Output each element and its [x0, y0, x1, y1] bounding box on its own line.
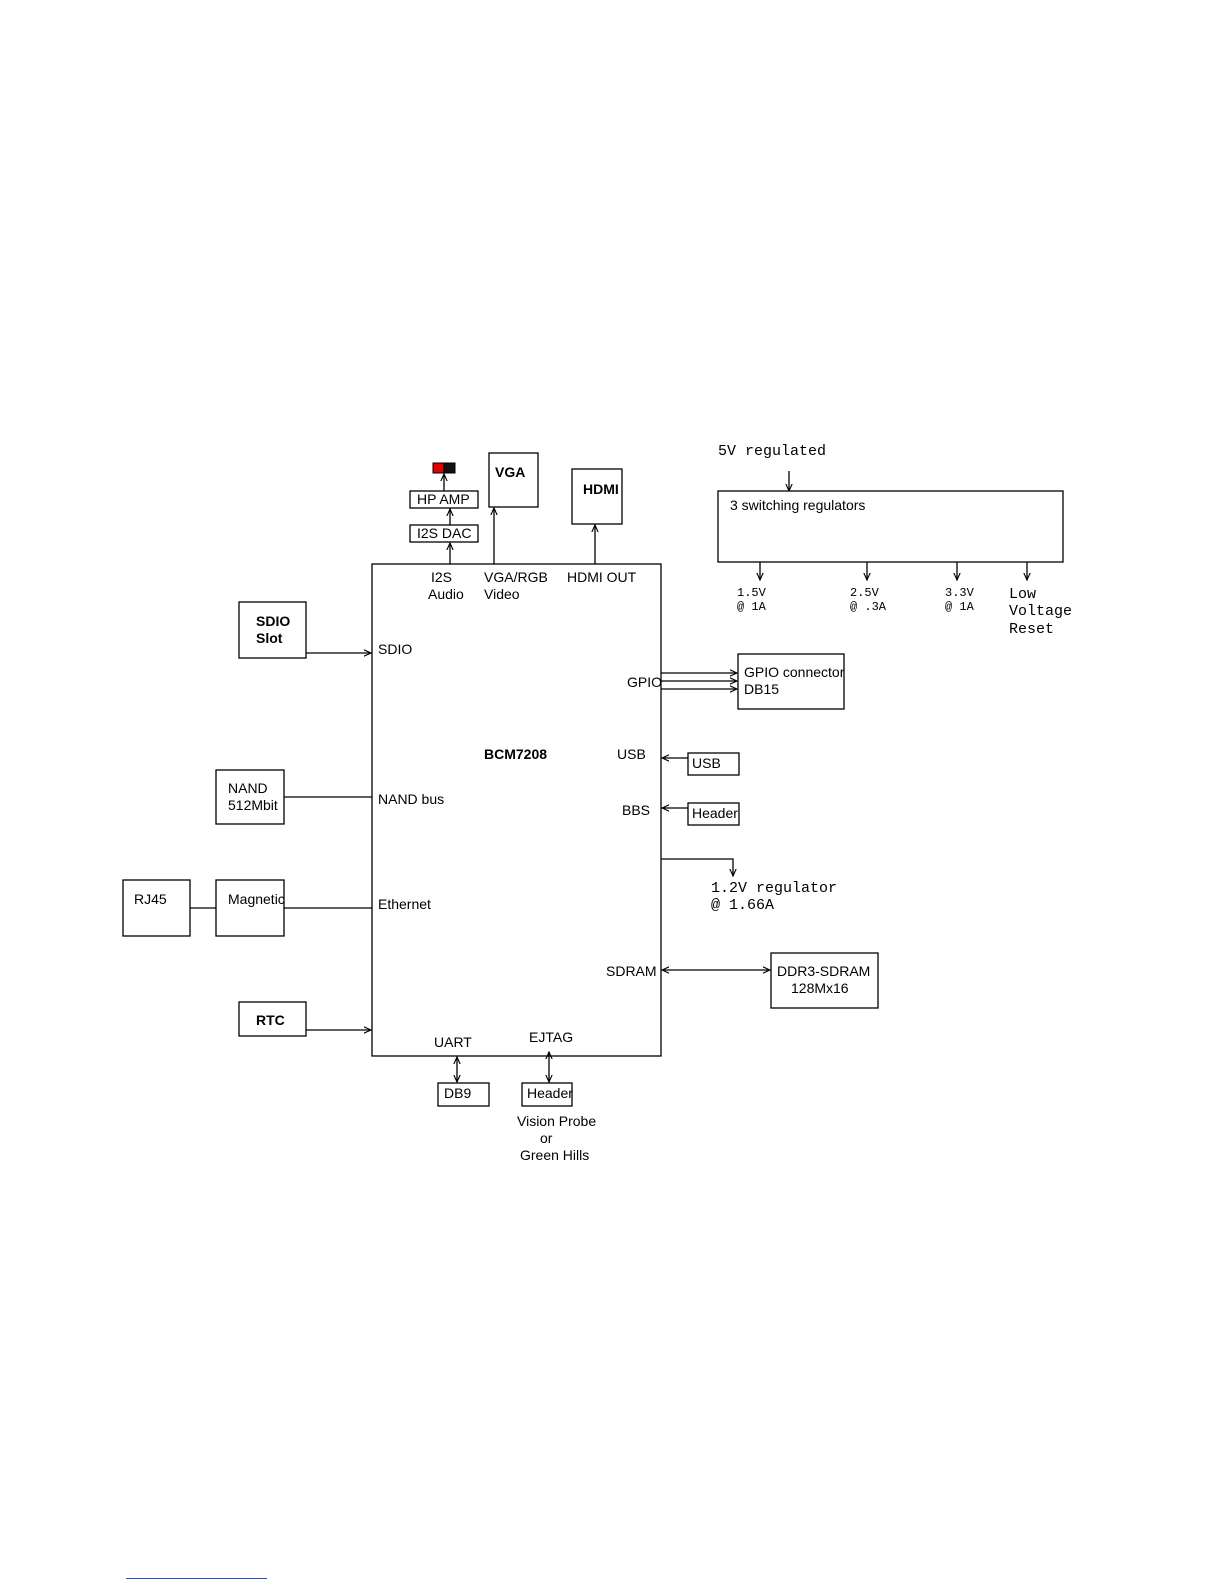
pin-ethernet: Ethernet	[378, 896, 431, 912]
rail-2-5v-voltage: 2.5V	[850, 586, 880, 600]
pin-video: Video	[484, 586, 520, 602]
pin-i2s: I2S	[431, 569, 452, 585]
sdio-slot-block	[238, 601, 307, 659]
audio-jack-right	[443, 462, 456, 474]
pin-ejtag: EJTAG	[529, 1029, 573, 1045]
ejtag-header-block	[521, 1082, 573, 1107]
lvr-line-1: Low	[1009, 586, 1036, 603]
rail-1-5v-current: @ 1A	[737, 600, 767, 614]
bbs-header-label: Header	[692, 805, 738, 821]
hdmi-block	[571, 468, 623, 525]
soc-block	[371, 563, 662, 1057]
rj45-block	[122, 879, 191, 937]
rail-3-3v-voltage: 3.3V	[945, 586, 975, 600]
db9-label: DB9	[444, 1085, 471, 1101]
hdmi-label: HDMI	[583, 481, 619, 497]
usb-label: USB	[692, 755, 721, 771]
audio-jack-left	[432, 462, 445, 474]
gpio-connector-label-1: GPIO connector	[744, 664, 845, 680]
power-input-label: 5V regulated	[718, 443, 826, 460]
pin-usb: USB	[617, 746, 646, 762]
sdio-slot-label-1: SDIO	[256, 613, 290, 629]
rail-2-5v-current: @ .3A	[850, 600, 887, 614]
switching-regulators-label: 3 switching regulators	[730, 497, 865, 513]
ddr3-label-1: DDR3-SDRAM	[777, 963, 870, 979]
nand-label-1: NAND	[228, 780, 268, 796]
pin-hdmi-out: HDMI OUT	[567, 569, 637, 585]
pin-sdio: SDIO	[378, 641, 412, 657]
lvr-line-2: Voltage	[1009, 603, 1072, 620]
pin-audio: Audio	[428, 586, 464, 602]
pin-vga-rgb: VGA/RGB	[484, 569, 548, 585]
probe-label-1: Vision Probe	[517, 1113, 596, 1129]
magnetic-block	[215, 879, 285, 937]
pin-sdram: SDRAM	[606, 963, 657, 979]
i2s-dac-block	[409, 524, 479, 543]
nand-label-2: 512Mbit	[228, 797, 278, 813]
rail-1-5v-voltage: 1.5V	[737, 586, 767, 600]
sdio-slot-label-2: Slot	[256, 630, 283, 646]
gpio-connector-label-2: DB15	[744, 681, 779, 697]
bbs-header-block	[687, 802, 740, 826]
vga-block	[488, 452, 539, 508]
pin-bbs: BBS	[622, 802, 650, 818]
rail-3-3v-current: @ 1A	[945, 600, 975, 614]
switching-regulators-block	[717, 490, 1064, 563]
rtc-label: RTC	[256, 1012, 285, 1028]
footer-rule	[126, 1578, 267, 1579]
vga-label: VGA	[495, 464, 525, 480]
pin-uart: UART	[434, 1034, 472, 1050]
i2s-dac-label: I2S DAC	[417, 525, 471, 541]
magnetic-label: Magnetic	[228, 891, 285, 907]
gpio-connector-block	[737, 653, 845, 710]
core-regulator-label-1: 1.2V regulator	[711, 880, 837, 897]
db9-block	[437, 1082, 490, 1107]
ddr3-block	[770, 952, 879, 1009]
core-regulator-label-2: @ 1.66A	[711, 897, 774, 914]
rj45-label: RJ45	[134, 891, 167, 907]
ddr3-label-2: 128Mx16	[791, 980, 849, 996]
pin-gpio: GPIO	[627, 674, 662, 690]
lvr-line-3: Reset	[1009, 621, 1054, 638]
ejtag-header-label: Header	[527, 1085, 573, 1101]
rtc-block	[238, 1001, 307, 1037]
probe-label-3: Green Hills	[520, 1147, 589, 1163]
probe-label-2: or	[540, 1130, 553, 1146]
soc-name: BCM7208	[484, 746, 547, 762]
wire-core-regulator	[661, 858, 733, 876]
pin-nand-bus: NAND bus	[378, 791, 444, 807]
hp-amp-label: HP AMP	[417, 491, 470, 507]
usb-block	[687, 752, 740, 776]
